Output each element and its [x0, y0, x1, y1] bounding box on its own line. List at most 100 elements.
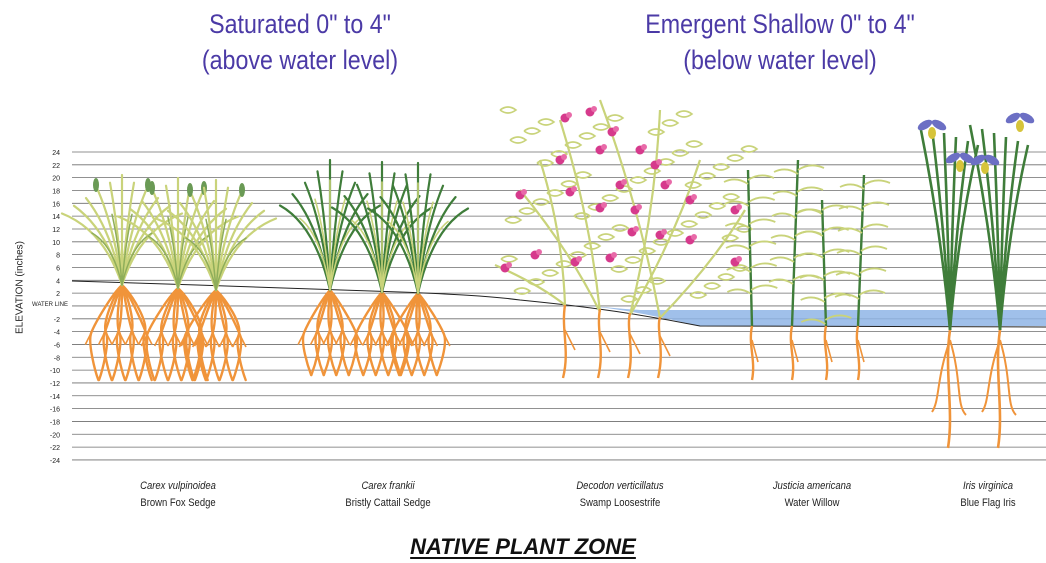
leaf: [575, 172, 591, 178]
root-strand: [791, 326, 793, 380]
y-tick-label: -16: [50, 407, 60, 414]
leaf: [864, 180, 890, 185]
leaf: [681, 221, 697, 227]
leaf: [726, 245, 750, 250]
leaf: [797, 187, 823, 192]
leaf: [686, 141, 702, 147]
y-tick-label: 4: [56, 278, 60, 285]
y-tick-label: 12: [52, 227, 60, 234]
leaf: [749, 219, 775, 224]
flower-petal: [636, 204, 642, 210]
flower-petal: [611, 252, 617, 258]
plant-decodon-verticillatus: [495, 100, 757, 378]
leaf: [593, 124, 609, 130]
root-strand: [628, 313, 631, 378]
leaf: [667, 230, 683, 236]
y-tick-label: -6: [54, 342, 60, 349]
plant-label-decodon-verticillatus: Decodon verticillatus Swamp Loosestrife: [534, 478, 706, 512]
flower-petal: [576, 256, 582, 262]
plant-label-carex-frankii: Carex frankii Bristly Cattail Sedge: [302, 478, 474, 512]
leaf: [835, 294, 859, 299]
plant-common-name: Bristly Cattail Sedge: [302, 495, 474, 512]
plant-scientific-name: Decodon verticillatus: [534, 478, 706, 495]
y-tick-label: 16: [52, 201, 60, 208]
iris-falls: [956, 160, 964, 172]
flower-petal: [506, 262, 512, 268]
leaf: [727, 155, 743, 161]
flower-petal: [656, 159, 662, 165]
root-strand: [658, 317, 661, 378]
leaf: [607, 115, 623, 121]
flower-petal: [561, 154, 567, 160]
y-tick-label: -4: [54, 330, 60, 337]
flower-petal: [536, 249, 542, 255]
root-strand: [950, 340, 966, 415]
y-tick-label: 8: [56, 253, 60, 260]
flower-petal: [633, 226, 639, 232]
leaf: [672, 150, 688, 156]
leaf: [774, 169, 798, 174]
leaf: [505, 217, 521, 223]
y-tick-label: -2: [54, 317, 60, 324]
plant-label-carex-vulpinoidea: Carex vulpinoidea Brown Fox Sedge: [92, 478, 264, 512]
y-tick-label: -20: [50, 432, 60, 439]
leaf: [772, 213, 796, 218]
leaf: [799, 253, 823, 258]
y-tick-label: 20: [52, 176, 60, 183]
water-line-label: WATER LINE: [32, 302, 68, 308]
root-strand: [563, 305, 566, 378]
y-tick-label: 6: [56, 265, 60, 272]
leaf: [862, 224, 888, 229]
leaf: [749, 197, 775, 202]
y-tick-label: 18: [52, 188, 60, 195]
flower-petal: [591, 106, 597, 112]
plant-common-name: Water Willow: [726, 495, 898, 512]
leaf: [500, 107, 516, 113]
stem: [822, 200, 826, 326]
seed-head: [187, 183, 193, 197]
leaf: [519, 208, 535, 214]
leaf: [704, 283, 720, 289]
leaf: [524, 128, 540, 134]
leaf: [773, 191, 797, 196]
flower-petal: [661, 229, 667, 235]
leaf: [840, 184, 864, 189]
leaf: [602, 195, 618, 201]
leaf: [612, 225, 628, 231]
leaf: [533, 199, 549, 205]
leaf: [676, 111, 692, 117]
leaf: [722, 235, 738, 241]
iris-falls: [928, 127, 936, 139]
root-strand: [825, 326, 827, 380]
flower-petal: [601, 144, 607, 150]
plant-label-iris-virginica: Iris virginica Blue Flag Iris: [902, 478, 1046, 512]
leaf: [709, 203, 725, 209]
leaf: [860, 268, 886, 273]
iris-falls: [981, 162, 989, 174]
leaf: [625, 257, 641, 263]
leaf: [800, 275, 824, 280]
leaf: [649, 278, 665, 284]
leaf: [798, 165, 824, 170]
leaf: [723, 194, 739, 200]
leaf: [542, 270, 558, 276]
y-tick-label: -8: [54, 355, 60, 362]
y-tick-label: 2: [56, 291, 60, 298]
y-tick-label: -12: [50, 381, 60, 388]
plant-common-name: Swamp Loosestrife: [534, 495, 706, 512]
iris-falls: [1016, 120, 1024, 132]
y-tick-label: -14: [50, 394, 60, 401]
leaf: [771, 235, 795, 240]
flower-petal: [641, 144, 647, 150]
leaf: [644, 168, 660, 174]
leaf: [859, 290, 885, 295]
flower-petal: [521, 189, 527, 195]
leaf: [751, 285, 777, 290]
flower-petal: [621, 179, 627, 185]
leaf: [836, 272, 860, 277]
flower-petal: [736, 256, 742, 262]
leaf: [799, 231, 823, 236]
root-strand: [598, 309, 601, 378]
y-tick-label: 24: [52, 150, 60, 157]
flower-petal: [613, 126, 619, 132]
